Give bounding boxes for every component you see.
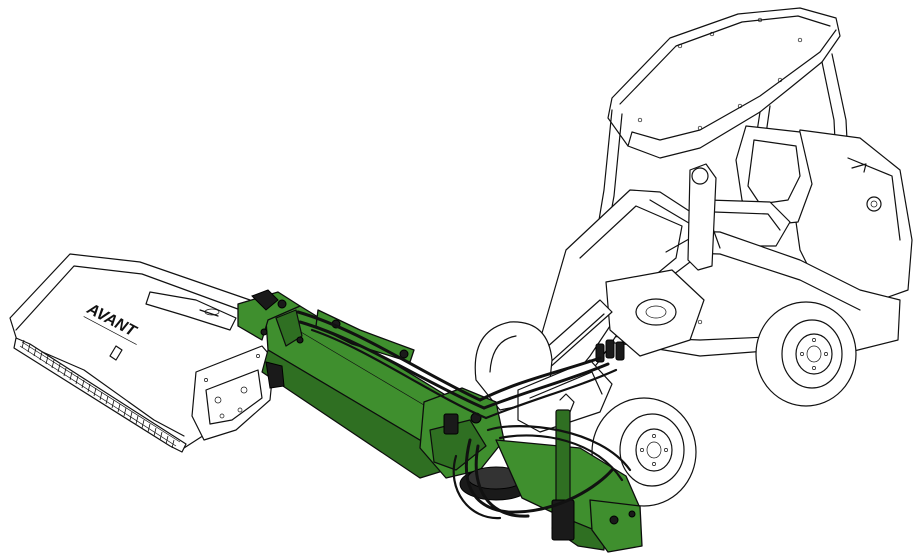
compact-loader [474,7,913,507]
flail-teeth [21,339,175,449]
steering-column [687,163,717,271]
hydraulic-hoses [296,310,632,520]
flail-mower-head: AVANT [9,253,277,453]
loader-boom [519,189,721,411]
operator-seat [699,125,813,247]
rear-wheel [755,301,857,407]
green-attachment-arm [237,289,643,553]
